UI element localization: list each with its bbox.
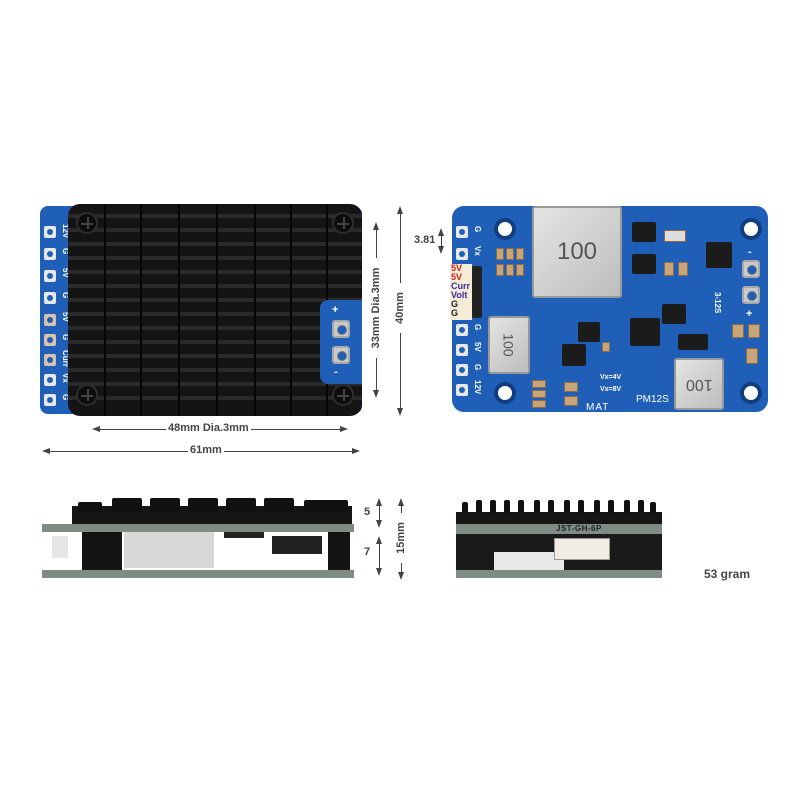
inductor-label: 100: [556, 238, 598, 265]
screw-icon: [76, 212, 98, 234]
pin-pad: [44, 270, 56, 282]
side-view-short: JST-GH-6P: [456, 496, 662, 580]
component-board-top-view: G Vx 5V 5V Curr Volt G G G 5V G 12V 100 …: [450, 206, 768, 413]
component-height-label: 7: [362, 546, 373, 558]
inductor-large: 100: [532, 206, 622, 298]
screw-icon: [76, 384, 98, 406]
mounting-hole: [494, 382, 516, 404]
connector-pinout-label: 5V 5V Curr Volt G G: [450, 264, 472, 320]
heatsink: + -: [68, 204, 362, 416]
heatsink-board-top-view: 12V G 5V G 5V G Curr Vx G + -: [40, 204, 362, 416]
side-view-long: [42, 496, 354, 580]
inductor-small-left: 100: [488, 316, 530, 374]
negative-terminal-label: -: [334, 366, 338, 378]
jst-gh-6p-connector: [554, 538, 610, 560]
pin-pad: [44, 248, 56, 260]
pin-pad: [456, 384, 468, 396]
pin-pad: [44, 334, 56, 346]
positive-terminal-label: +: [332, 304, 339, 316]
input-voltage-label: 3-12S: [713, 292, 722, 314]
jumper-label-8v: Vx=8V: [600, 386, 622, 393]
dimension-label-33mm: 33mm Dia.3mm: [370, 258, 382, 358]
jst-connector: [472, 266, 482, 318]
connector-pin-g: G: [451, 299, 459, 309]
pin-label: 12V: [473, 380, 482, 395]
mounting-hole: [740, 218, 762, 240]
connector-pin-5v: 5V: [451, 263, 463, 273]
screw-icon: [332, 212, 354, 234]
connector-pin-g: G: [451, 308, 459, 318]
pin-pad: [44, 354, 56, 366]
pin-pad: [44, 394, 56, 406]
brand-silkscreen: MAT: [586, 402, 610, 413]
pin-pad: [456, 324, 468, 336]
pin-label: G: [473, 324, 482, 331]
power-terminal-area: + -: [320, 300, 362, 384]
jumper-label-4v: Vx=4V: [600, 374, 622, 381]
connector-pin-curr: Curr: [451, 281, 471, 291]
connector-type-label: JST-GH-6P: [556, 524, 602, 533]
pin-pad: [44, 226, 56, 238]
connector-pin-volt: Volt: [451, 290, 468, 300]
model-silkscreen: PM12S: [636, 394, 669, 405]
connector-pin-5v: 5V: [451, 272, 463, 282]
mounting-hole: [740, 382, 762, 404]
pin-label: G: [473, 226, 482, 233]
pin-pad: [456, 344, 468, 356]
pin-label: G: [473, 364, 482, 371]
pin-pad: [456, 226, 468, 238]
input-negative-pad: [742, 260, 760, 278]
dimension-label-40mm: 40mm: [394, 283, 406, 333]
input-positive-label: +: [746, 308, 753, 320]
inductor-label: 100: [500, 333, 517, 357]
pin-pitch-label: 3.81: [412, 234, 438, 246]
pin-pad: [44, 374, 56, 386]
inductor-label: 100: [685, 376, 713, 393]
pin-pad: [44, 292, 56, 304]
dimension-label-48mm: 48mm Dia.3mm: [166, 422, 251, 434]
negative-terminal-pad: [332, 346, 350, 364]
heatsink-height-label: 5: [362, 506, 373, 518]
input-positive-pad: [742, 286, 760, 304]
pin-pad: [456, 364, 468, 376]
positive-terminal-pad: [332, 320, 350, 338]
input-negative-label: -: [748, 246, 752, 258]
pin-pad: [456, 248, 468, 260]
pin-pitch-line: [441, 232, 442, 248]
inductor-small-right: 100: [674, 358, 724, 410]
mounting-hole: [494, 218, 516, 240]
dimension-label-61mm: 61mm: [188, 444, 224, 456]
pin-pad: [44, 314, 56, 326]
weight-label: 53 gram: [704, 567, 751, 581]
screw-icon: [332, 384, 354, 406]
pin-label: 5V: [473, 342, 482, 352]
total-height-label: 15mm: [395, 513, 407, 563]
pin-label: Vx: [473, 246, 482, 256]
